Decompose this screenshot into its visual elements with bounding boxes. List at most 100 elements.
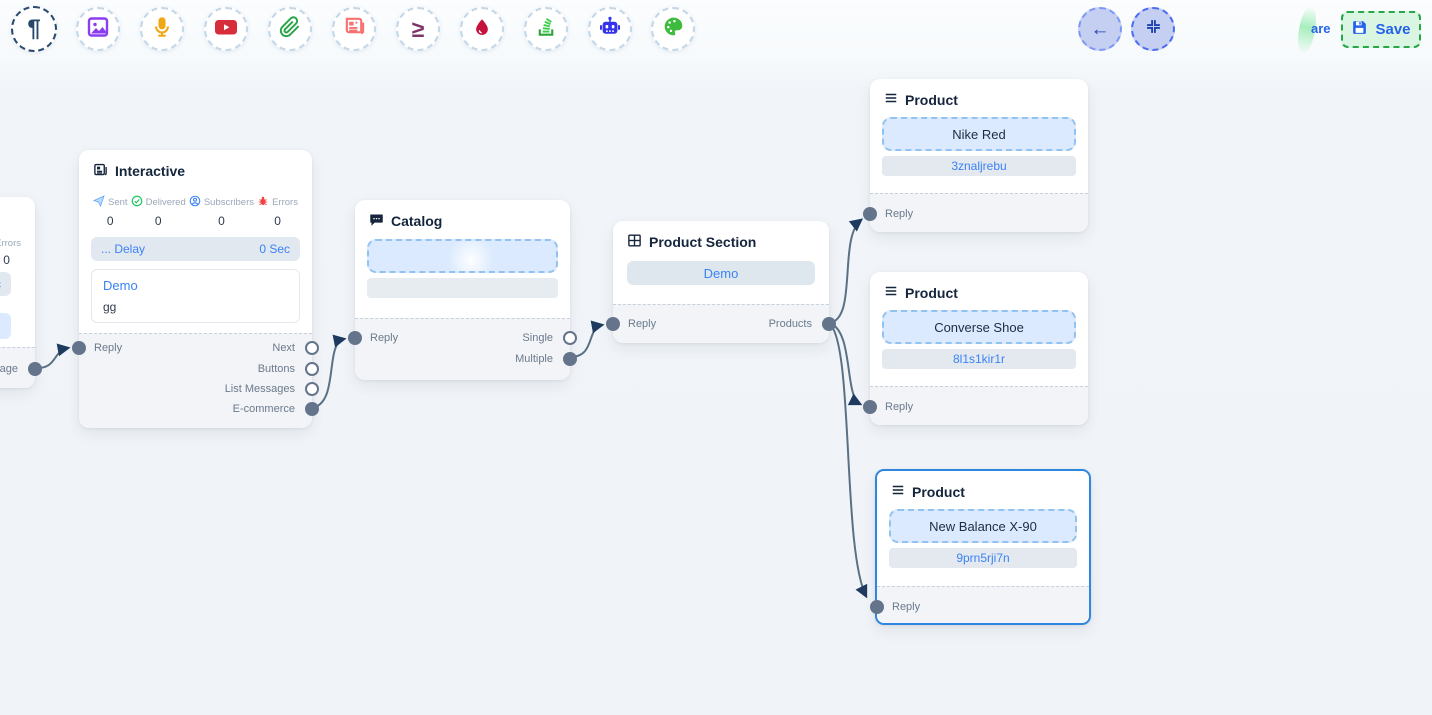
- node-header: Product: [870, 272, 1088, 301]
- tool-bot-button[interactable]: [588, 7, 632, 51]
- edge-products-to-product1: [828, 218, 864, 324]
- user-circle-icon: [189, 195, 201, 210]
- node-title: Product: [905, 91, 958, 108]
- node-header: Interactive: [79, 150, 312, 180]
- fit-view-button[interactable]: [1131, 7, 1175, 51]
- port-label-next: Next: [272, 342, 295, 354]
- handle-single-output[interactable]: [563, 331, 577, 345]
- paper-plane-icon: [92, 195, 105, 210]
- port-label-reply: Reply: [885, 208, 914, 220]
- handle-list-messages-output[interactable]: [305, 382, 319, 396]
- node-footer: Reply Single Multiple: [348, 318, 577, 380]
- handle-next-output[interactable]: [305, 341, 319, 355]
- section-button[interactable]: Demo: [627, 261, 815, 285]
- arrow-left-icon: ←: [1090, 18, 1110, 40]
- product-name-box[interactable]: Converse Shoe: [882, 310, 1076, 344]
- back-button[interactable]: ←: [1078, 7, 1122, 51]
- catalog-node[interactable]: Catalog Reply Single Multiple: [348, 200, 577, 380]
- product-node-2[interactable]: Product Converse Shoe 8l1s1kir1r Reply: [863, 272, 1088, 425]
- port-label-message: essage: [0, 363, 18, 375]
- save-button[interactable]: Save: [1341, 11, 1421, 48]
- message-body: gg: [103, 300, 117, 314]
- node-title: Product Section: [649, 234, 757, 250]
- message-box[interactable]: Demo gg: [91, 269, 300, 323]
- node-header: Product: [877, 471, 1089, 500]
- palette-icon: [662, 15, 685, 43]
- robot-icon: [598, 15, 622, 44]
- tool-drip-button[interactable]: [460, 7, 504, 51]
- handle-reply-input[interactable]: [863, 400, 877, 414]
- node-footer: Reply: [870, 586, 1089, 623]
- image-icon: [86, 15, 110, 44]
- port-label-multiple: Multiple: [515, 353, 553, 365]
- save-label: Save: [1375, 21, 1411, 38]
- port-label-reply: Reply: [885, 401, 914, 413]
- message-title: Demo: [103, 278, 138, 293]
- handle-reply-input[interactable]: [870, 600, 884, 614]
- handle-ecommerce-output[interactable]: [305, 402, 319, 416]
- handle-reply-input[interactable]: [863, 207, 877, 221]
- quick-reply-box[interactable]: [0, 313, 11, 339]
- tool-template-button[interactable]: [332, 7, 376, 51]
- stat-subscribers: Subscribers 0: [189, 195, 254, 228]
- port-label-list-messages: List Messages: [224, 383, 295, 395]
- product-code-box: 3znaljrebu: [882, 156, 1076, 176]
- tool-image-button[interactable]: [76, 7, 120, 51]
- product-node-1[interactable]: Product Nike Red 3znaljrebu Reply: [863, 79, 1088, 232]
- node-title: Catalog: [391, 213, 443, 229]
- delay-value: 0 Sec: [0, 277, 1, 291]
- handle-reply-input[interactable]: [606, 317, 620, 331]
- port-label-buttons: Buttons: [257, 363, 295, 375]
- compress-arrows-icon: [1145, 18, 1162, 40]
- stat-errors: Errors 0: [257, 195, 298, 228]
- node-footer: essage: [0, 347, 42, 388]
- handle-multiple-output[interactable]: [563, 352, 577, 366]
- message-node-partial[interactable]: Errors 0 ... Delay 0 Sec essage: [0, 197, 42, 388]
- handle-buttons-output[interactable]: [305, 362, 319, 376]
- delay-label: ... Delay: [101, 242, 146, 256]
- product-code-box: 9prn5rji7n: [889, 548, 1077, 568]
- tool-sequence-button[interactable]: [524, 7, 568, 51]
- stack-icon: [535, 15, 558, 43]
- tool-video-button[interactable]: [204, 7, 248, 51]
- product-code-box: 8l1s1kir1r: [882, 349, 1076, 369]
- youtube-icon: [213, 16, 239, 43]
- menu-lines-icon: [891, 483, 905, 500]
- interactive-node[interactable]: Interactive Sent 0 Delivered 0 Subscribe…: [72, 150, 319, 428]
- check-circle-icon: [131, 195, 143, 210]
- handle-reply-input[interactable]: [72, 341, 86, 355]
- toast-partial-text: are: [1311, 21, 1331, 36]
- chat-bubble-icon: [369, 212, 384, 230]
- image-artifact: [447, 241, 494, 271]
- handle-products-output[interactable]: [822, 317, 836, 331]
- tool-file-button[interactable]: [268, 7, 312, 51]
- port-label-reply: Reply: [94, 342, 123, 354]
- product-node-3[interactable]: Product New Balance X-90 9prn5rji7n Repl…: [870, 469, 1091, 625]
- handle-message-output[interactable]: [28, 362, 42, 376]
- newspaper-icon: [343, 15, 366, 43]
- port-label-single: Single: [522, 332, 553, 344]
- edge-products-to-product3: [828, 322, 868, 599]
- tool-customize-button[interactable]: [651, 7, 695, 51]
- delay-row[interactable]: ... Delay 0 Sec: [91, 237, 300, 261]
- catalog-dashed-box[interactable]: [367, 239, 558, 273]
- delay-row[interactable]: ... Delay 0 Sec: [0, 272, 11, 296]
- product-name-box[interactable]: New Balance X-90: [889, 509, 1077, 543]
- droplet-icon: [472, 16, 492, 43]
- tool-audio-button[interactable]: [140, 7, 184, 51]
- port-label-reply: Reply: [370, 332, 399, 344]
- node-title: Product: [912, 483, 965, 500]
- tool-text-button[interactable]: ¶: [11, 6, 57, 52]
- stats-row: Sent 0 Delivered 0 Subscribers 0 Errors …: [79, 195, 312, 228]
- greater-equal-icon: ≥: [411, 15, 425, 42]
- stat-value: 0: [3, 253, 10, 267]
- product-name-box[interactable]: Nike Red: [882, 117, 1076, 151]
- node-footer: Reply: [863, 193, 1088, 232]
- menu-lines-icon: [884, 91, 898, 108]
- tool-condition-button[interactable]: ≥: [396, 7, 440, 51]
- product-section-node[interactable]: Product Section Demo Reply Products: [606, 221, 836, 343]
- node-header: Product Section: [613, 221, 829, 251]
- port-label-ecommerce: E-commerce: [232, 403, 295, 415]
- handle-reply-input[interactable]: [348, 331, 362, 345]
- pilcrow-icon: ¶: [27, 15, 41, 42]
